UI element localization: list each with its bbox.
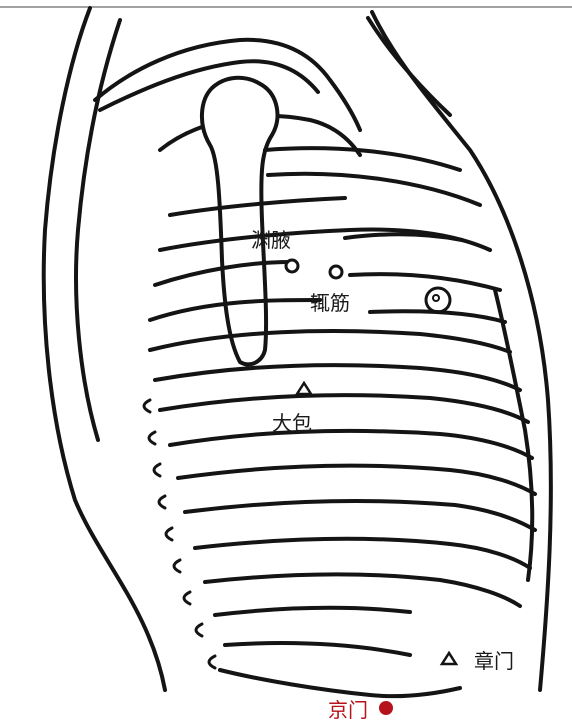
rib-8	[155, 365, 520, 390]
rib-7	[150, 331, 510, 352]
zhangmen-label: 章门	[474, 649, 514, 673]
waist-line	[220, 670, 460, 696]
rib-5b	[350, 274, 500, 290]
nipple-center	[433, 295, 439, 301]
zhejin-label: 辄筋	[310, 291, 350, 315]
jingmen-label: 京门	[328, 698, 368, 722]
yuanye-point-marker	[286, 260, 298, 272]
front-contour	[372, 12, 551, 690]
rib-16	[225, 643, 410, 655]
rib-12	[185, 501, 535, 530]
rib-10	[170, 431, 532, 458]
zhejin-point-marker	[330, 266, 342, 278]
jingmen-point-marker	[379, 701, 393, 715]
back-contour	[44, 8, 165, 690]
dabao-label: 大包	[272, 411, 312, 435]
zhangmen-point-marker	[442, 653, 456, 664]
front-contour-inner	[368, 18, 450, 115]
dabao-point-marker	[297, 383, 311, 394]
rib-9	[160, 395, 528, 422]
rib-13	[195, 539, 530, 568]
rib-4	[160, 230, 490, 250]
rib-1	[265, 148, 460, 170]
rib-14	[205, 574, 520, 606]
anatomy-outline	[44, 8, 551, 696]
costal-margin	[495, 290, 532, 580]
rib-11	[178, 466, 535, 494]
spine-line	[76, 20, 120, 440]
humerus-bone	[202, 78, 278, 365]
yuanye-label: 渊腋	[251, 228, 291, 252]
rib-15	[215, 608, 410, 615]
